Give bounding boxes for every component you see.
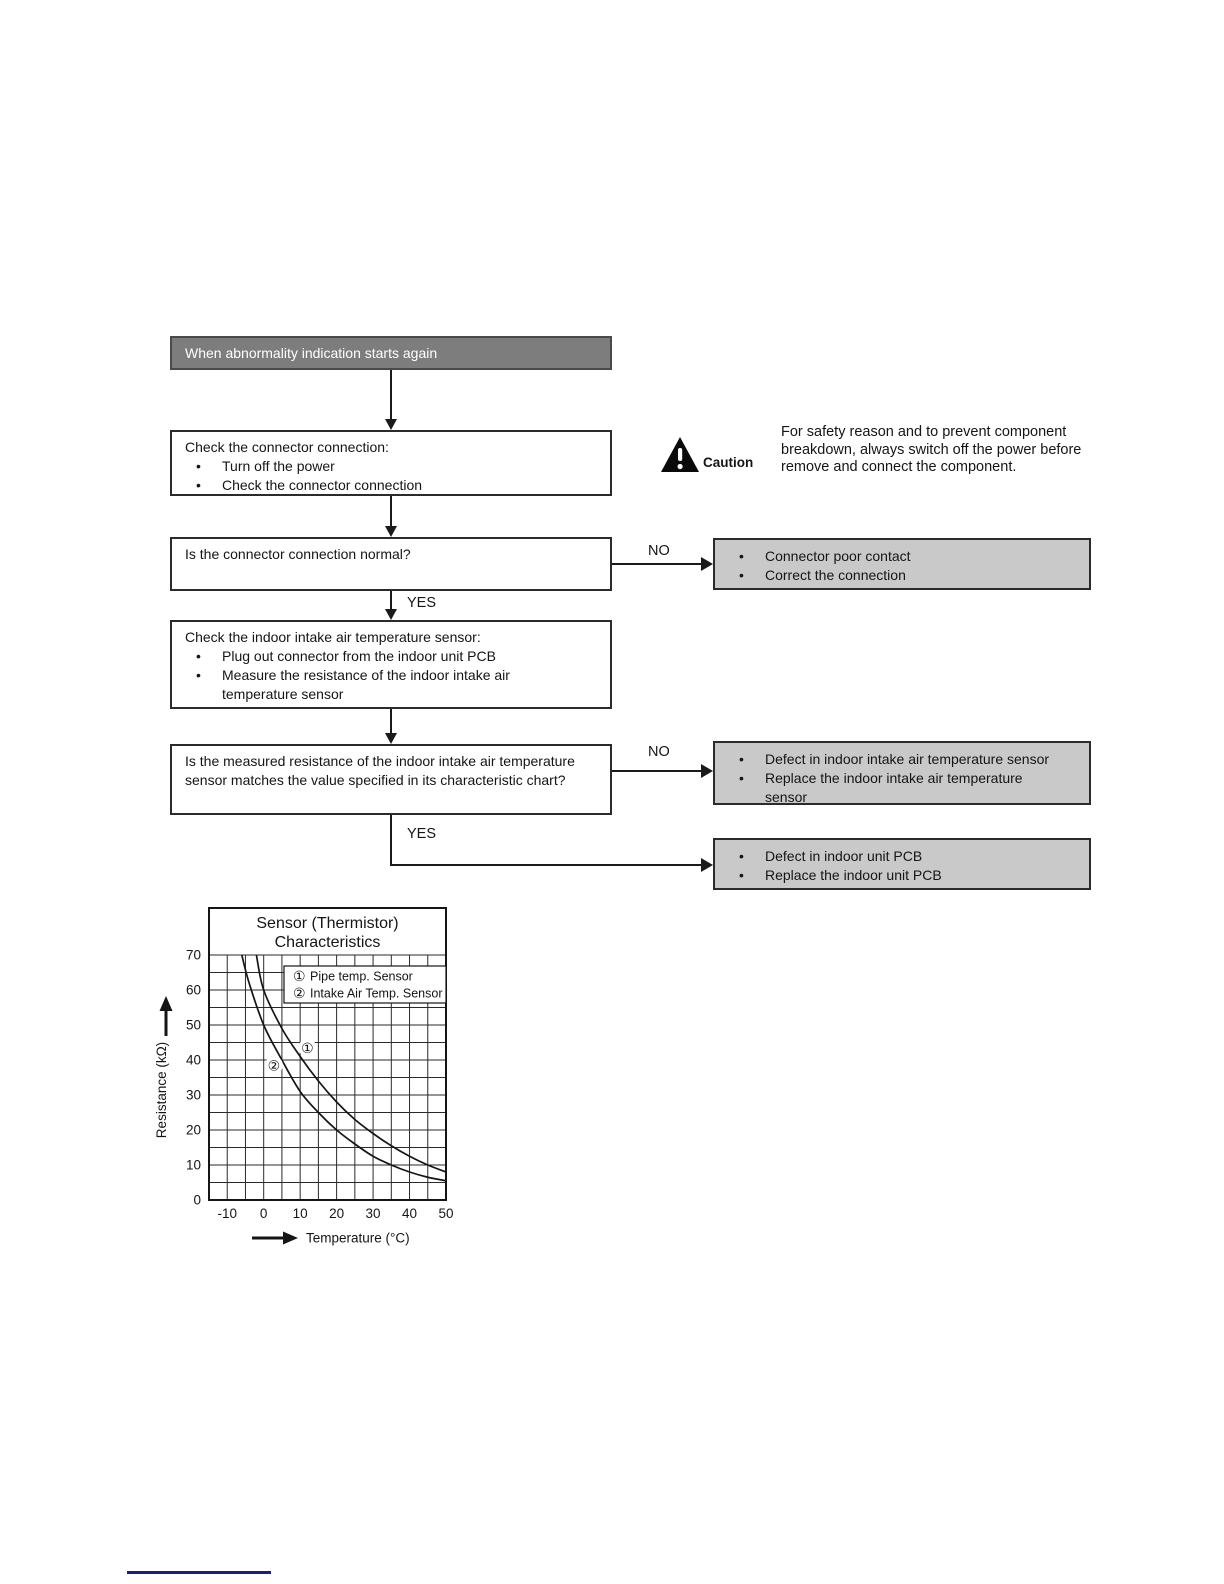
list-item: Replace the indoor unit PCB	[728, 866, 1079, 885]
arrowhead	[385, 419, 397, 430]
svg-text:40: 40	[402, 1206, 417, 1221]
caution-text: For safety reason and to prevent compone…	[781, 424, 1082, 475]
step-title: Check the connector connection:	[185, 439, 389, 455]
svg-text:10: 10	[186, 1158, 201, 1173]
list-item: Defect in indoor intake air temperature …	[728, 750, 1079, 769]
bullet-icon	[728, 547, 765, 566]
label-no-connector: NO	[648, 543, 670, 559]
arrowhead	[385, 733, 397, 744]
list-item-text: Measure the resistance of the indoor int…	[222, 667, 510, 702]
list-item: Connector poor contact	[728, 547, 1079, 566]
flow-decision-resistance: Is the measured resistance of the indoor…	[170, 744, 612, 815]
svg-text:②: ②	[293, 985, 306, 1001]
svg-text:0: 0	[193, 1193, 201, 1208]
svg-text:10: 10	[293, 1206, 308, 1221]
list-item-text: Connector poor contact	[765, 548, 911, 564]
bullet-icon	[728, 847, 765, 866]
bullet-icon	[728, 566, 765, 585]
arrowhead	[701, 557, 713, 571]
list-item: Replace the indoor intake air temperatur…	[728, 769, 1079, 807]
list-item: Plug out connector from the indoor unit …	[185, 647, 600, 666]
bullet-icon	[728, 750, 765, 769]
list-item-text: Defect in indoor intake air temperature …	[765, 751, 1050, 767]
list-item-text: Correct the connection	[765, 567, 906, 583]
arrowhead	[701, 858, 713, 872]
svg-text:①: ①	[301, 1040, 314, 1056]
list-item-text: Defect in indoor unit PCB	[765, 848, 923, 864]
svg-text:0: 0	[260, 1206, 268, 1221]
svg-text:-10: -10	[217, 1206, 237, 1221]
flow-decision-connector: Is the connector connection normal?	[170, 537, 612, 591]
flow-result-pcb: Defect in indoor unit PCB Replace the in…	[713, 838, 1091, 890]
label-yes-resistance: YES	[407, 826, 437, 842]
arrowhead	[701, 764, 713, 778]
flow-step-check-sensor: Check the indoor intake air temperature …	[170, 620, 612, 709]
caution-label: Caution	[703, 455, 754, 470]
flow-result-sensor: Defect in indoor intake air temperature …	[713, 741, 1091, 805]
bullet-icon	[185, 476, 222, 495]
label-no-resistance: NO	[648, 744, 670, 760]
list-item: Turn off the power	[185, 457, 600, 476]
svg-text:Characteristics: Characteristics	[275, 934, 381, 951]
svg-text:20: 20	[186, 1123, 201, 1138]
list-item: Check the connector connection	[185, 476, 600, 495]
list-item: Defect in indoor unit PCB	[728, 847, 1079, 866]
svg-text:40: 40	[186, 1053, 201, 1068]
svg-text:Sensor (Thermistor): Sensor (Thermistor)	[256, 915, 398, 932]
svg-text:30: 30	[186, 1088, 201, 1103]
svg-text:Pipe temp. Sensor: Pipe temp. Sensor	[310, 970, 413, 984]
decision-text: Is the measured resistance of the indoor…	[185, 753, 575, 788]
flow-step-check-connector: Check the connector connection: Turn off…	[170, 430, 612, 496]
label-yes-connector: YES	[407, 595, 437, 611]
list-item-text: Turn off the power	[222, 458, 335, 474]
svg-text:20: 20	[329, 1206, 344, 1221]
footer-link-line	[127, 1571, 271, 1574]
caution-warning-icon	[661, 437, 699, 472]
svg-text:70: 70	[186, 948, 201, 963]
flow-result-connector: Connector poor contact Correct the conne…	[713, 538, 1091, 590]
bullet-icon	[185, 457, 222, 476]
flow-start-label: When abnormality indication starts again	[185, 344, 438, 361]
bullet-icon	[185, 666, 222, 704]
arrowhead	[385, 526, 397, 537]
svg-text:50: 50	[186, 1018, 201, 1033]
arrowhead	[385, 609, 397, 620]
list-item-text: Check the connector connection	[222, 477, 423, 493]
list-item-text: Replace the indoor intake air temperatur…	[765, 770, 1023, 805]
flow-start-box: When abnormality indication starts again	[170, 336, 612, 370]
bullet-icon	[728, 769, 765, 807]
list-item: Correct the connection	[728, 566, 1079, 585]
step-title: Check the indoor intake air temperature …	[185, 629, 481, 645]
arrow-yes-to-pcb	[390, 815, 703, 866]
svg-text:Resistance (kΩ): Resistance (kΩ)	[154, 1042, 169, 1138]
list-item: Measure the resistance of the indoor int…	[185, 666, 600, 704]
bullet-icon	[185, 647, 222, 666]
svg-text:Temperature (°C): Temperature (°C)	[306, 1231, 410, 1246]
svg-text:②: ②	[268, 1057, 281, 1073]
bullet-icon	[728, 866, 765, 885]
svg-text:50: 50	[438, 1206, 453, 1221]
svg-text:60: 60	[186, 983, 201, 998]
svg-text:Intake Air Temp. Sensor: Intake Air Temp. Sensor	[310, 987, 442, 1001]
thermistor-chart: Sensor (Thermistor) Characteristics 0 10 20 3…	[154, 907, 454, 1246]
decision-text: Is the connector connection normal?	[185, 546, 411, 562]
list-item-text: Plug out connector from the indoor unit …	[222, 648, 496, 664]
svg-text:①: ①	[293, 968, 306, 984]
svg-text:30: 30	[366, 1206, 381, 1221]
list-item-text: Replace the indoor unit PCB	[765, 867, 942, 883]
